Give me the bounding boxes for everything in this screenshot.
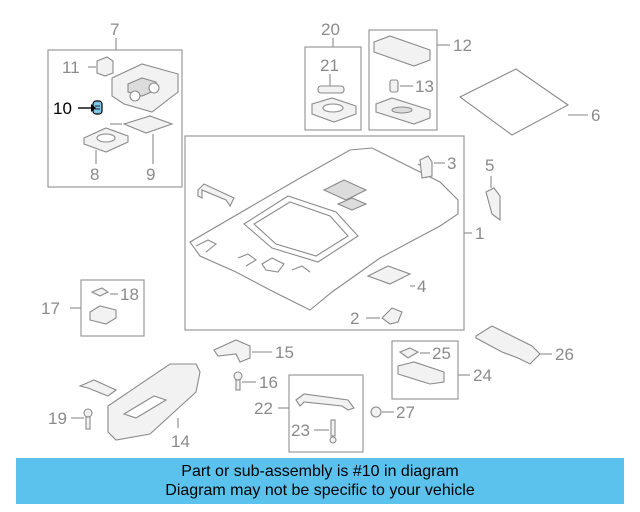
part-13-bulb[interactable] [389,79,399,93]
part-11-clip[interactable] [96,56,114,77]
banner-line-2: Diagram may not be specific to your vehi… [165,482,475,499]
callout-24[interactable]: 24 [473,366,492,385]
callout-17[interactable]: 17 [41,299,60,318]
callout-12[interactable]: 12 [453,36,472,55]
part-26-trim[interactable] [475,325,541,365]
callout-14[interactable]: 14 [171,432,190,451]
part-8-lens[interactable] [83,127,129,153]
group-box-7 [47,49,183,188]
part-9-pad[interactable] [110,115,174,134]
part-25-clip[interactable] [398,347,420,359]
part-12-lamp-cover[interactable] [373,35,431,67]
part-24-bracket[interactable] [397,361,445,385]
part-22-grab-handle[interactable] [295,393,355,411]
info-banner: Part or sub-assembly is #10 in diagram D… [16,458,624,504]
group-box-12 [368,29,438,131]
callout-1[interactable]: 1 [475,224,484,243]
callout-8[interactable]: 8 [90,165,99,184]
part-12-lamp-lens[interactable] [375,97,431,125]
callout-5[interactable]: 5 [485,156,494,175]
callout-26[interactable]: 26 [555,345,574,364]
part-2-bracket[interactable] [381,307,403,325]
part-14-sun-visor[interactable] [78,363,201,441]
callout-16[interactable]: 16 [259,373,278,392]
part-4-pad[interactable] [366,265,412,285]
part-7-map-lamp[interactable] [111,63,179,113]
callout-21[interactable]: 21 [320,56,339,75]
part-1-handle-shape[interactable] [197,183,235,208]
part-17-hook[interactable] [89,305,117,325]
callout-20[interactable]: 20 [321,20,340,39]
part-18-clip[interactable] [90,287,110,297]
part-23-screw[interactable] [329,419,337,444]
part-15-bracket[interactable] [213,339,251,363]
part-5-pillar-trim[interactable] [485,187,501,222]
callout-22[interactable]: 22 [254,399,273,418]
callout-19[interactable]: 19 [48,409,67,428]
callout-3[interactable]: 3 [447,154,456,173]
part-21-bulb[interactable] [317,85,345,94]
part-1-headliner[interactable] [189,147,459,311]
callout-9[interactable]: 9 [146,165,155,184]
callout-23[interactable]: 23 [291,421,310,440]
group-box-22 [288,374,364,453]
part-6-insulator-sheet[interactable] [458,68,570,136]
callout-27[interactable]: 27 [396,403,415,422]
callout-13[interactable]: 13 [415,77,434,96]
part-16-screw[interactable] [233,371,243,391]
callout-6[interactable]: 6 [591,106,600,125]
callout-10[interactable]: 10 [53,99,72,118]
callout-2[interactable]: 2 [350,309,359,328]
callout-7[interactable]: 7 [110,20,119,39]
callout-25[interactable]: 25 [432,344,451,363]
group-box-24 [391,340,459,400]
callout-18[interactable]: 18 [120,285,139,304]
banner-line-1: Part or sub-assembly is #10 in diagram [181,463,459,480]
part-3-clip[interactable] [419,155,433,179]
part-27-clip[interactable] [370,406,382,418]
callout-11[interactable]: 11 [62,58,80,77]
part-19-screw[interactable] [83,408,93,430]
callout-4[interactable]: 4 [417,277,426,296]
part-20-lamp[interactable] [311,97,357,123]
callout-15[interactable]: 15 [275,343,294,362]
